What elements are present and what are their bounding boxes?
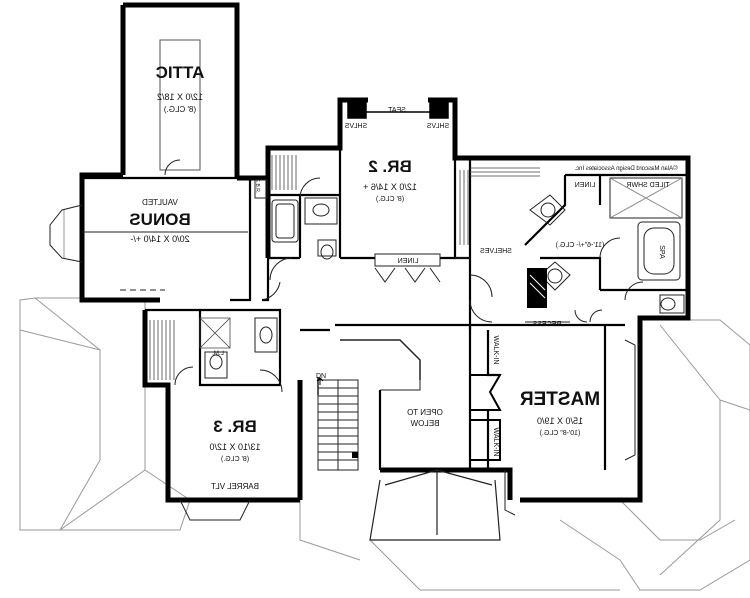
interior-walls bbox=[82, 148, 688, 470]
br3-ceiling: (8' CLG.) bbox=[221, 456, 249, 463]
master-size: 15/0 X 19/0 bbox=[537, 416, 583, 426]
designer-credit: ©Alan Mascord Design Associates Inc. bbox=[574, 165, 677, 172]
barrel-vault-label: BARREL VLT bbox=[211, 482, 259, 491]
br3-size: 13/10 X 12/0 bbox=[209, 442, 260, 452]
stair-newel-icon bbox=[352, 452, 358, 458]
closet-hatching bbox=[149, 155, 540, 380]
walkin-bottom-label: WALK-IN bbox=[492, 428, 499, 457]
down-arrow-label: DN bbox=[316, 373, 326, 380]
labels: ATTIC 12/0 X 18/2 (8' CLG.) VAULTED BONU… bbox=[129, 63, 677, 491]
br2-size: 12/0 X 14/6 + bbox=[363, 182, 417, 192]
shlvs-right-label: SHLVS bbox=[426, 123, 449, 130]
open-to-below-line2: BELOW bbox=[410, 419, 439, 428]
lower-roof-lines bbox=[19, 297, 750, 591]
master-ceiling: (10'-8" CLG.) bbox=[540, 430, 581, 437]
bonus-qualifier: VAULTED bbox=[142, 198, 178, 207]
open-to-below-line1: OPEN TO bbox=[407, 408, 443, 417]
walkin-top-label: WALK-IN bbox=[492, 336, 499, 365]
br2-ceiling: (8' CLG.) bbox=[376, 196, 404, 203]
attic-title: ATTIC bbox=[156, 63, 205, 82]
attic-size: 12/0 X 18/2 bbox=[157, 92, 203, 102]
bonus-details bbox=[49, 39, 248, 291]
br2-title: BR. 2 bbox=[368, 157, 411, 176]
stairs bbox=[317, 339, 421, 471]
br2-seat bbox=[347, 99, 449, 119]
hall-linen-label: LINEN bbox=[398, 258, 419, 265]
spa-ceiling-label: (11'-6"+/- CLG.) bbox=[556, 242, 605, 249]
seat-label: SEAT bbox=[387, 107, 405, 114]
br3-title: BR. 3 bbox=[213, 417, 256, 436]
shelves-label: SHELVES bbox=[480, 248, 512, 255]
recess-hatch bbox=[529, 274, 546, 299]
attic-ceiling: (8' CLG.) bbox=[164, 105, 197, 114]
stair-arrow-icon bbox=[316, 377, 324, 385]
master-title: MASTER bbox=[520, 389, 601, 410]
recess-block bbox=[527, 268, 547, 308]
recess-label: RECESS bbox=[532, 321, 561, 328]
tiled-shower-label: TILED SHWR bbox=[626, 182, 669, 189]
bath-fixtures bbox=[174, 177, 338, 521]
bath-linen-label: LINEN bbox=[575, 182, 596, 189]
spa-label: SPA bbox=[658, 245, 665, 259]
entry-bay bbox=[369, 469, 501, 541]
bonus-title: BONUS bbox=[129, 210, 190, 229]
ebr-label: E.B.R. bbox=[254, 179, 260, 193]
hall-linen bbox=[374, 253, 493, 323]
lm-label: L.M. bbox=[212, 351, 224, 357]
master-bath-fixtures bbox=[504, 177, 685, 516]
shlvs-left-label: SHLVS bbox=[344, 123, 367, 130]
walkin-shelves bbox=[470, 374, 502, 461]
bonus-size: 20/0 X 14/0 +/- bbox=[130, 234, 189, 244]
